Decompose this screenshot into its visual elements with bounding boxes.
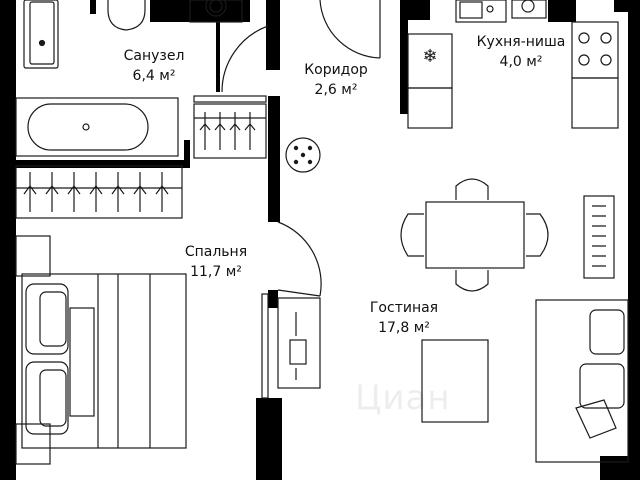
snowflake-icon: ❄ <box>422 46 437 67</box>
room-name: Спальня <box>184 244 248 260</box>
room-label-living: Гостиная 17,8 м² <box>354 298 454 338</box>
wardrobe-small <box>193 103 267 159</box>
sofa <box>535 299 629 463</box>
round-rack <box>285 137 321 173</box>
nightstand <box>15 235 51 277</box>
wardrobe <box>15 165 183 219</box>
room-name: Коридор <box>304 62 368 78</box>
room-name: Кухня-ниша <box>476 34 566 50</box>
chair <box>400 213 424 257</box>
door-swing-bedroom <box>277 221 322 297</box>
chair <box>455 270 489 292</box>
room-label-kitchen: Кухня-ниша 4,0 м² <box>458 32 584 72</box>
dining-table <box>425 201 525 269</box>
living-fixtures <box>400 178 629 463</box>
bathroom-fixtures <box>15 0 267 159</box>
chair <box>526 213 549 257</box>
bed <box>21 273 187 449</box>
room-label-corridor: Коридор 2,6 м² <box>286 60 386 100</box>
toilet <box>107 0 146 31</box>
room-label-bedroom: Спальня 11,7 м² <box>166 242 266 282</box>
watermark: Циан <box>355 378 451 418</box>
door-swing-corridor <box>221 25 269 93</box>
nightstand <box>15 423 51 465</box>
room-area: 4,0 м² <box>499 54 543 70</box>
coffee-table <box>421 339 489 423</box>
radiator <box>583 195 615 279</box>
door-swing-kitchen <box>319 0 381 59</box>
chair <box>455 178 489 200</box>
bedroom-fixtures <box>15 165 322 465</box>
room-area: 11,7 м² <box>190 264 242 280</box>
room-label-bathroom: Санузел 6,4 м² <box>104 46 204 86</box>
pillow <box>25 361 69 435</box>
corridor-elements <box>221 0 381 173</box>
bathtub <box>15 97 179 157</box>
tv-stand <box>277 297 321 389</box>
room-area: 17,8 м² <box>378 320 430 336</box>
kitchen-sink <box>455 0 507 23</box>
pillow <box>25 283 69 355</box>
room-area: 2,6 м² <box>314 82 358 98</box>
room-area: 6,4 м² <box>132 68 176 84</box>
sink <box>23 0 59 69</box>
room-name: Санузел <box>123 48 185 64</box>
washing-machine <box>189 0 243 23</box>
kitchen-fixtures: ❄ <box>407 0 619 129</box>
room-name: Гостиная <box>369 300 439 316</box>
